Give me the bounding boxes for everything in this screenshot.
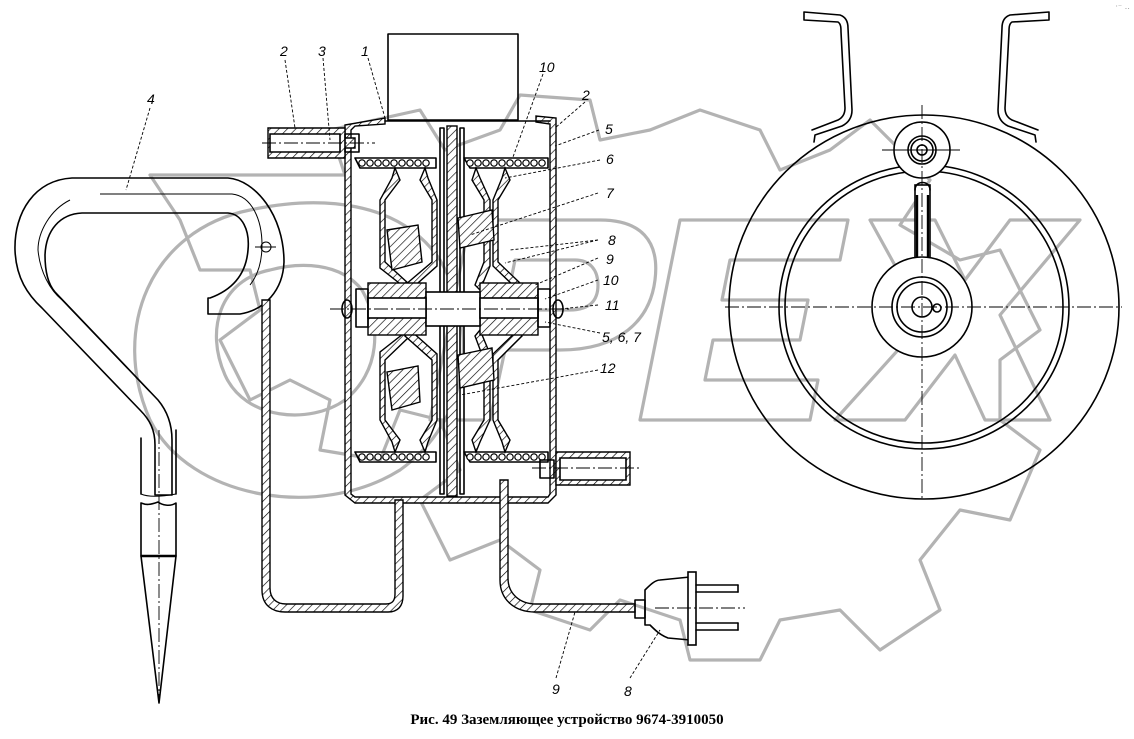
figure-caption: Рис. 49 Заземляющее устройство 9674-3910… xyxy=(410,712,724,728)
cable-coil-top xyxy=(354,157,549,169)
callout-9: 9 xyxy=(606,251,614,267)
coil-turn xyxy=(482,159,490,167)
handle-top-left xyxy=(262,127,375,159)
callout-4: 4 xyxy=(147,91,155,107)
cable-coil-bottom xyxy=(354,451,549,463)
coil-turn xyxy=(506,453,514,461)
coil-turn xyxy=(374,453,382,461)
coil-turn xyxy=(530,453,538,461)
watermark-letter-e xyxy=(638,218,850,422)
stake-shaft-upper xyxy=(140,429,177,495)
callout-7: 7 xyxy=(606,185,615,201)
nut-left xyxy=(355,288,369,328)
watermark-gear-outline xyxy=(148,93,1042,662)
drum-side-view xyxy=(725,11,1122,500)
callout-3: 3 xyxy=(318,43,326,59)
coil-turn xyxy=(522,159,530,167)
coil-turn xyxy=(422,159,430,167)
coil-turn xyxy=(374,159,382,167)
stake-hook-outer xyxy=(14,177,285,496)
coil-turn xyxy=(466,453,474,461)
stake-tip xyxy=(140,555,177,704)
callout-10: 10 xyxy=(603,272,619,288)
callout-8: 8 xyxy=(624,683,632,699)
nut-right xyxy=(537,288,551,328)
plug-body xyxy=(644,576,691,641)
coil-turn xyxy=(358,453,366,461)
callout-11: 11 xyxy=(605,297,620,313)
callout-2: 2 xyxy=(581,87,590,103)
coil-turn xyxy=(490,453,498,461)
coil-turn xyxy=(514,453,522,461)
coil-turn xyxy=(538,159,546,167)
plug-flange xyxy=(687,571,697,646)
callout-labels: 2 3 1 4 10 2 5 6 7 8 9 10 11 5, 6, 7 12 … xyxy=(147,43,642,699)
coil-turn xyxy=(382,453,390,461)
coil-turn xyxy=(522,453,530,461)
coil-turn xyxy=(530,159,538,167)
contact-strip-upper-right xyxy=(457,209,495,249)
coil-turn xyxy=(390,453,398,461)
top-block xyxy=(387,33,519,121)
contact-strip-lower-right xyxy=(457,347,495,389)
coil-turn xyxy=(482,453,490,461)
right-drum-disc xyxy=(492,165,523,292)
callout-10: 10 xyxy=(539,59,555,75)
coil-turn xyxy=(498,453,506,461)
coil-turn xyxy=(422,453,430,461)
coil-turn xyxy=(398,453,406,461)
coil-turn xyxy=(358,159,366,167)
coil-turn xyxy=(414,453,422,461)
coil-turn xyxy=(506,159,514,167)
coil-turn xyxy=(398,159,406,167)
contact-strip-lower-left xyxy=(386,365,421,411)
watermark-letter-p xyxy=(428,218,658,422)
cable-loop-left xyxy=(261,299,404,613)
callout-6: 6 xyxy=(606,151,614,167)
stake-shaft-lower xyxy=(140,501,177,557)
callout-12: 12 xyxy=(600,360,616,376)
coil-turn xyxy=(414,159,422,167)
callout-9: 9 xyxy=(552,681,560,697)
contact-strip-upper-left xyxy=(386,224,423,271)
callout-5-6-7: 5, 6, 7 xyxy=(602,329,642,345)
ground-stake xyxy=(14,177,285,704)
callout-8: 8 xyxy=(608,232,616,248)
coil-turn xyxy=(366,159,374,167)
handle-bottom-right xyxy=(532,451,640,486)
coil-turn xyxy=(474,453,482,461)
coil-turn xyxy=(406,453,414,461)
drum-section xyxy=(261,33,640,613)
plug xyxy=(634,571,745,646)
carry-bracket-right xyxy=(997,11,1050,143)
callout-2: 2 xyxy=(279,43,288,59)
stake-hook-centerline xyxy=(37,193,263,393)
callout-5: 5 xyxy=(605,121,613,137)
coil-turn xyxy=(466,159,474,167)
coil-turn xyxy=(390,159,398,167)
watermark-logo xyxy=(133,93,1082,662)
coil-turn xyxy=(490,159,498,167)
carry-bracket-left xyxy=(803,11,853,143)
coil-turn xyxy=(514,159,522,167)
coil-turn xyxy=(498,159,506,167)
coil-turn xyxy=(474,159,482,167)
coil-turn xyxy=(406,159,414,167)
callout-1: 1 xyxy=(361,43,369,59)
coil-turn xyxy=(382,159,390,167)
corner-mark: ·⁻ ‥ xyxy=(1115,2,1130,11)
leader-lines xyxy=(125,57,661,679)
coil-turn xyxy=(366,453,374,461)
